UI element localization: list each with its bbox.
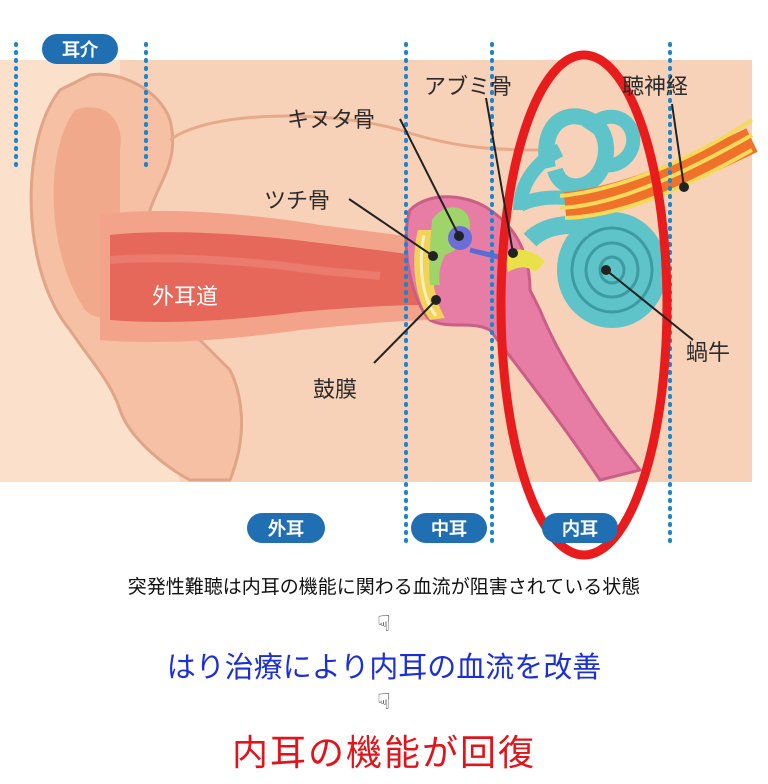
cochlea-label: 蝸牛 xyxy=(686,341,730,366)
auricle-pill-text: 耳介 xyxy=(62,39,99,61)
ear-illustration xyxy=(0,60,758,482)
ear-canal-label: 外耳道 xyxy=(152,285,218,310)
pointing-hand-icon-2: ☟ xyxy=(377,690,391,715)
inner-ear-pill-text: 内耳 xyxy=(562,518,598,540)
incus-label: キヌタ骨 xyxy=(287,108,375,133)
inner-ear-highlight xyxy=(496,50,672,560)
outer-ear-pill-text: 外耳 xyxy=(268,518,304,540)
malleus-label: ツチ骨 xyxy=(264,189,330,214)
auditory-nerve-label: 聴神経 xyxy=(622,75,688,100)
middle-ear-pill-text: 中耳 xyxy=(431,518,467,540)
outer-ear-pill: 外耳 xyxy=(247,513,325,543)
inner-ear-pill: 内耳 xyxy=(542,513,618,543)
eardrum-label: 鼓膜 xyxy=(313,378,357,403)
stapes-label: アブミ骨 xyxy=(424,75,512,100)
pointing-hand-icon: ☟ xyxy=(377,612,391,637)
leader-lines xyxy=(348,97,694,364)
condition-caption: 突発性難聴は内耳の機能に関わる血流が阻害されている状態 xyxy=(127,576,641,598)
treatment-caption: はり治療により内耳の血流を改善 xyxy=(166,650,602,684)
ear-anatomy-diagram: キヌタ骨 アブミ骨 聴神経 ツチ骨 外耳道 蝸牛 鼓膜 耳介 外耳 中耳 内耳 xyxy=(0,34,758,560)
result-caption: 内耳の機能が回復 xyxy=(231,733,536,774)
middle-ear-pill: 中耳 xyxy=(411,513,487,543)
auricle-pill: 耳介 xyxy=(42,34,118,64)
